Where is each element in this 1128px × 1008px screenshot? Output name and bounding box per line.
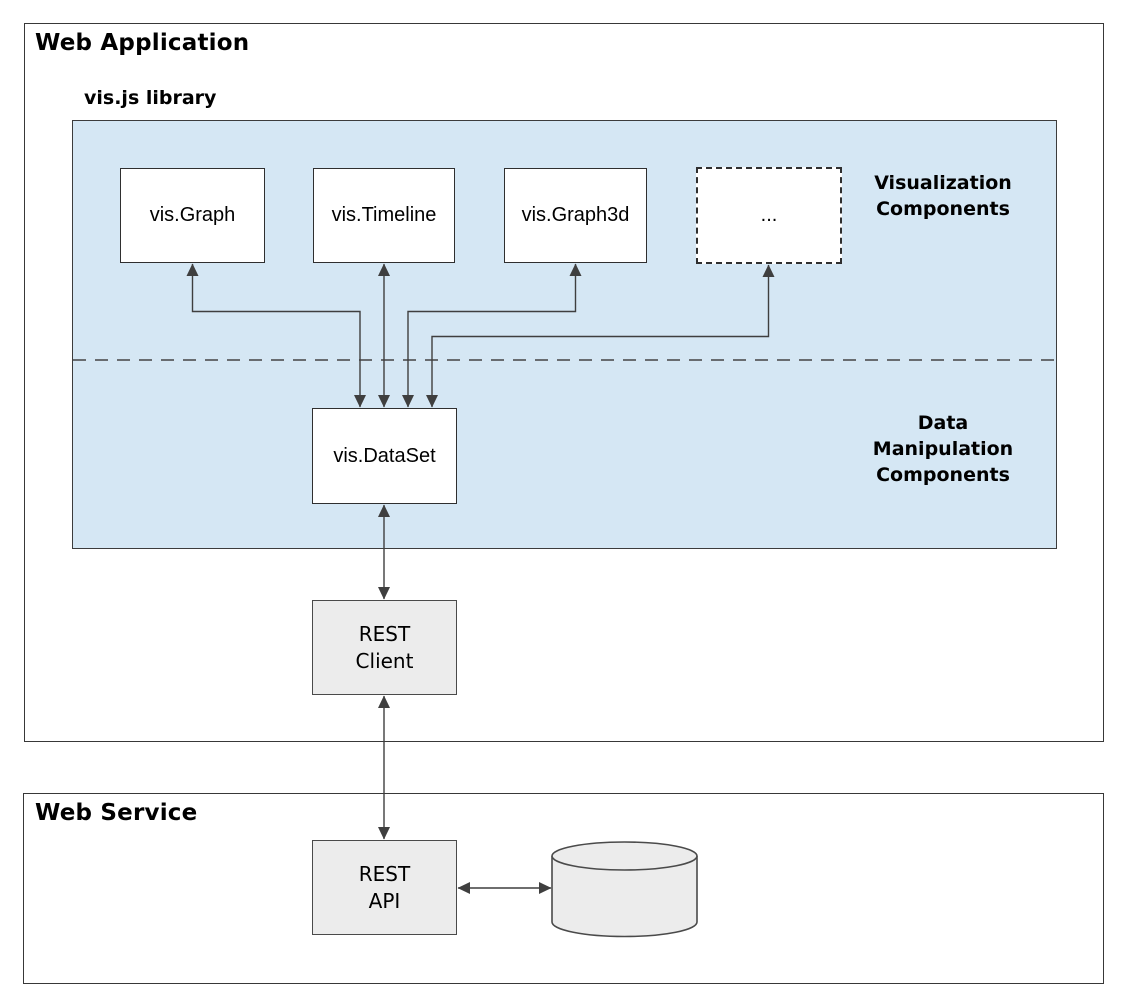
visualization-components-label-line2: Components bbox=[876, 198, 1010, 220]
node-vis-dataset: vis.DataSet bbox=[312, 408, 457, 504]
node-rest-client: REST Client bbox=[312, 600, 457, 695]
data-manipulation-components-label: Data Manipulation Components bbox=[828, 410, 1058, 488]
node-vis-graph-label: vis.Graph bbox=[149, 204, 236, 226]
rest-client-label-line2: Client bbox=[355, 648, 414, 673]
data-manipulation-label-line3: Components bbox=[876, 464, 1010, 486]
visjs-library-label: vis.js library bbox=[84, 87, 217, 109]
node-more-components: ... bbox=[696, 167, 842, 264]
node-vis-dataset-label: vis.DataSet bbox=[333, 444, 436, 467]
visualization-components-label: Visualization Components bbox=[828, 170, 1058, 222]
node-vis-graph3d-label: vis.Graph3d bbox=[521, 204, 630, 226]
node-vis-graph3d: vis.Graph3d bbox=[504, 168, 647, 263]
rest-client-label-line1: REST bbox=[358, 621, 411, 646]
data-manipulation-label-line1: Data bbox=[917, 412, 969, 434]
web-application-title: Web Application bbox=[35, 30, 250, 56]
node-vis-timeline: vis.Timeline bbox=[313, 168, 455, 263]
node-rest-api-label: REST API bbox=[359, 861, 410, 915]
node-vis-timeline-label: vis.Timeline bbox=[331, 204, 437, 226]
node-vis-graph: vis.Graph bbox=[120, 168, 265, 263]
visualization-components-label-line1: Visualization bbox=[874, 172, 1012, 194]
rest-api-label-line1: REST bbox=[358, 861, 411, 886]
data-store-label: Data bbox=[600, 884, 649, 908]
node-rest-client-label: REST Client bbox=[356, 621, 414, 675]
web-service-title: Web Service bbox=[35, 800, 198, 826]
data-manipulation-label-line2: Manipulation bbox=[872, 438, 1014, 460]
node-rest-api: REST API bbox=[312, 840, 457, 935]
rest-api-label-line2: API bbox=[368, 888, 401, 913]
node-more-components-label: ... bbox=[760, 204, 778, 226]
